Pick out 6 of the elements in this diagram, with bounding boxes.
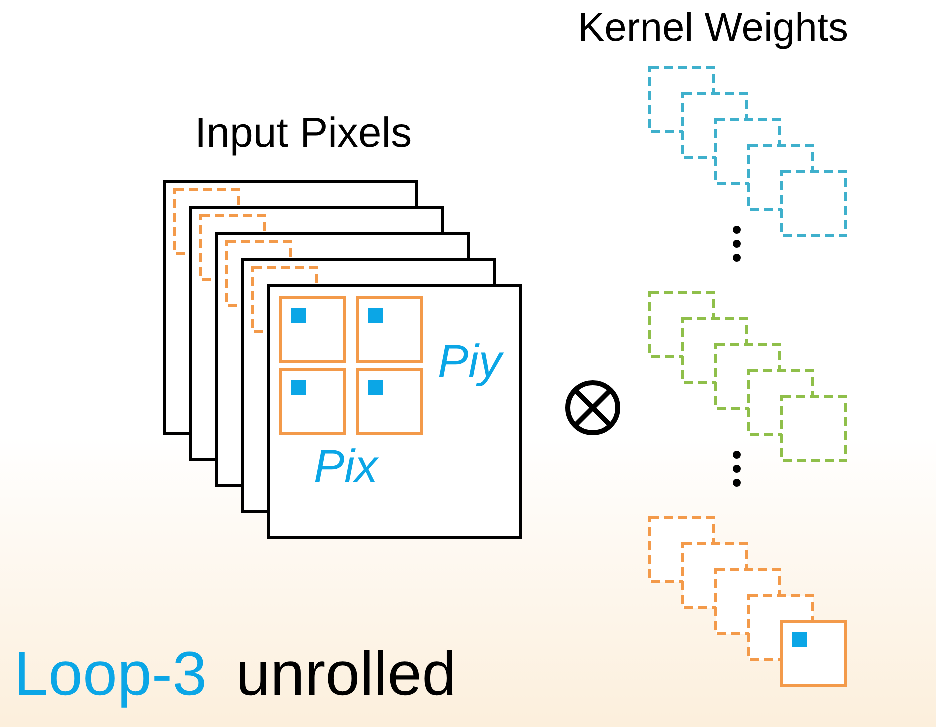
axis-label: Pix xyxy=(314,443,378,489)
caption-text: Loop-3 xyxy=(14,644,208,706)
heading-text: Kernel Weights xyxy=(578,8,849,48)
axis-label: Piy xyxy=(438,338,502,384)
caption-text: unrolled xyxy=(236,644,457,706)
heading-text: Input Pixels xyxy=(195,112,412,154)
